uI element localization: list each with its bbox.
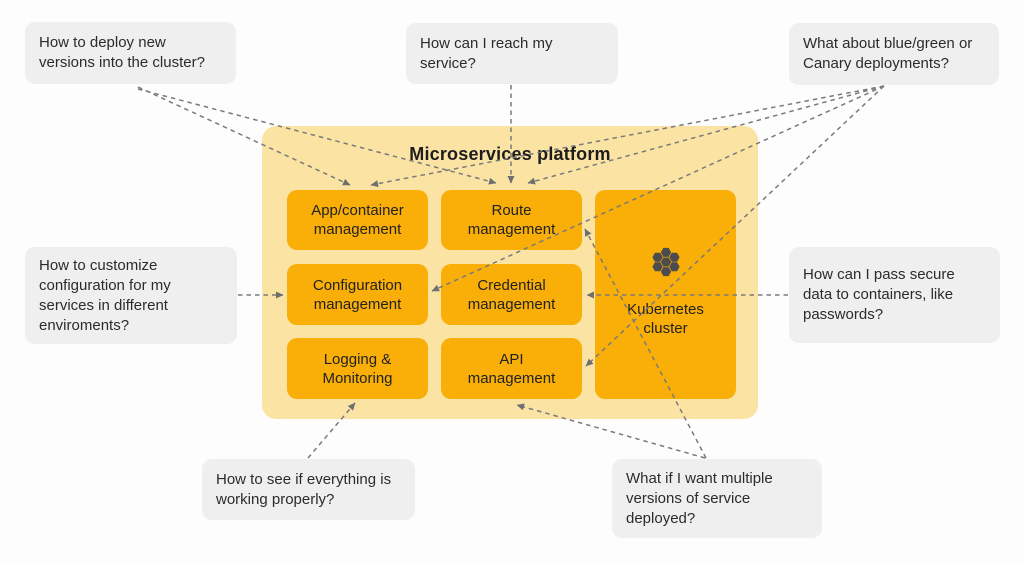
callout-bluegreen-question: What about blue/green or Canary deployme… xyxy=(789,23,999,85)
box-label: cluster xyxy=(643,320,688,337)
callout-line: data to containers, like xyxy=(803,286,954,303)
callout-line: How can I pass secure xyxy=(803,266,955,283)
box-label: management xyxy=(467,221,556,238)
callout-line: enviroments? xyxy=(39,316,130,334)
callout-line: working properly? xyxy=(216,490,335,508)
box-configuration-management: Configuration management xyxy=(287,264,428,325)
callout-line: deployed? xyxy=(626,509,696,527)
box-label: Logging & xyxy=(323,350,392,368)
callout-line: service? xyxy=(420,54,476,72)
callout-line: What if I want multiple xyxy=(626,469,773,487)
box-label: API xyxy=(499,350,524,368)
callout-secure-data-question: How can I pass secure data to containers… xyxy=(789,247,1000,343)
callout-reach-service-question: How can I reach my service? xyxy=(406,23,618,84)
callout-deploy-question: How to deploy new versions into the clus… xyxy=(25,22,236,84)
box-api-management: API management xyxy=(441,338,582,399)
box-label: management xyxy=(313,295,402,313)
box-label: management xyxy=(467,295,556,313)
box-label: Route xyxy=(491,202,532,219)
platform-title: Microservices platform xyxy=(409,144,611,164)
box-label: Monitoring xyxy=(322,369,393,387)
callout-line: How to customize xyxy=(39,256,158,274)
box-label: Credential xyxy=(477,276,546,294)
callout-line: How can I reach my xyxy=(420,34,553,52)
callout-line: configuration for my xyxy=(39,276,171,294)
callout-line: What about blue/green or xyxy=(803,35,973,52)
callout-line: services in different xyxy=(39,296,168,314)
box-route-management: Route management xyxy=(441,190,582,250)
callout-line: versions into the cluster? xyxy=(39,54,205,71)
box-label: Kubernetes xyxy=(627,301,704,318)
box-credential-management: Credential management xyxy=(441,264,582,325)
callout-line: Canary deployments? xyxy=(803,55,949,72)
box-label: management xyxy=(313,221,402,238)
box-label: App/container xyxy=(311,202,404,219)
box-kubernetes-cluster: Kubernetes cluster xyxy=(595,190,736,399)
callout-multiple-versions-question: What if I want multiple versions of serv… xyxy=(612,459,822,538)
callout-customize-config-question: How to customize configuration for my se… xyxy=(25,247,237,344)
box-label: management xyxy=(467,369,556,387)
box-app-container-management: App/container management xyxy=(287,190,428,250)
callout-line: versions of service xyxy=(626,489,751,507)
kubernetes-hexagon-cluster-icon xyxy=(651,247,680,277)
box-label: Configuration xyxy=(312,276,403,294)
callout-line: How to deploy new xyxy=(39,34,166,51)
callout-monitoring-question: How to see if everything is working prop… xyxy=(202,459,415,520)
callout-line: passwords? xyxy=(803,306,884,323)
callout-line: How to see if everything is xyxy=(216,470,392,488)
box-logging-monitoring: Logging & Monitoring xyxy=(287,338,428,399)
microservices-platform-container: Microservices platform App/container man… xyxy=(262,126,758,419)
